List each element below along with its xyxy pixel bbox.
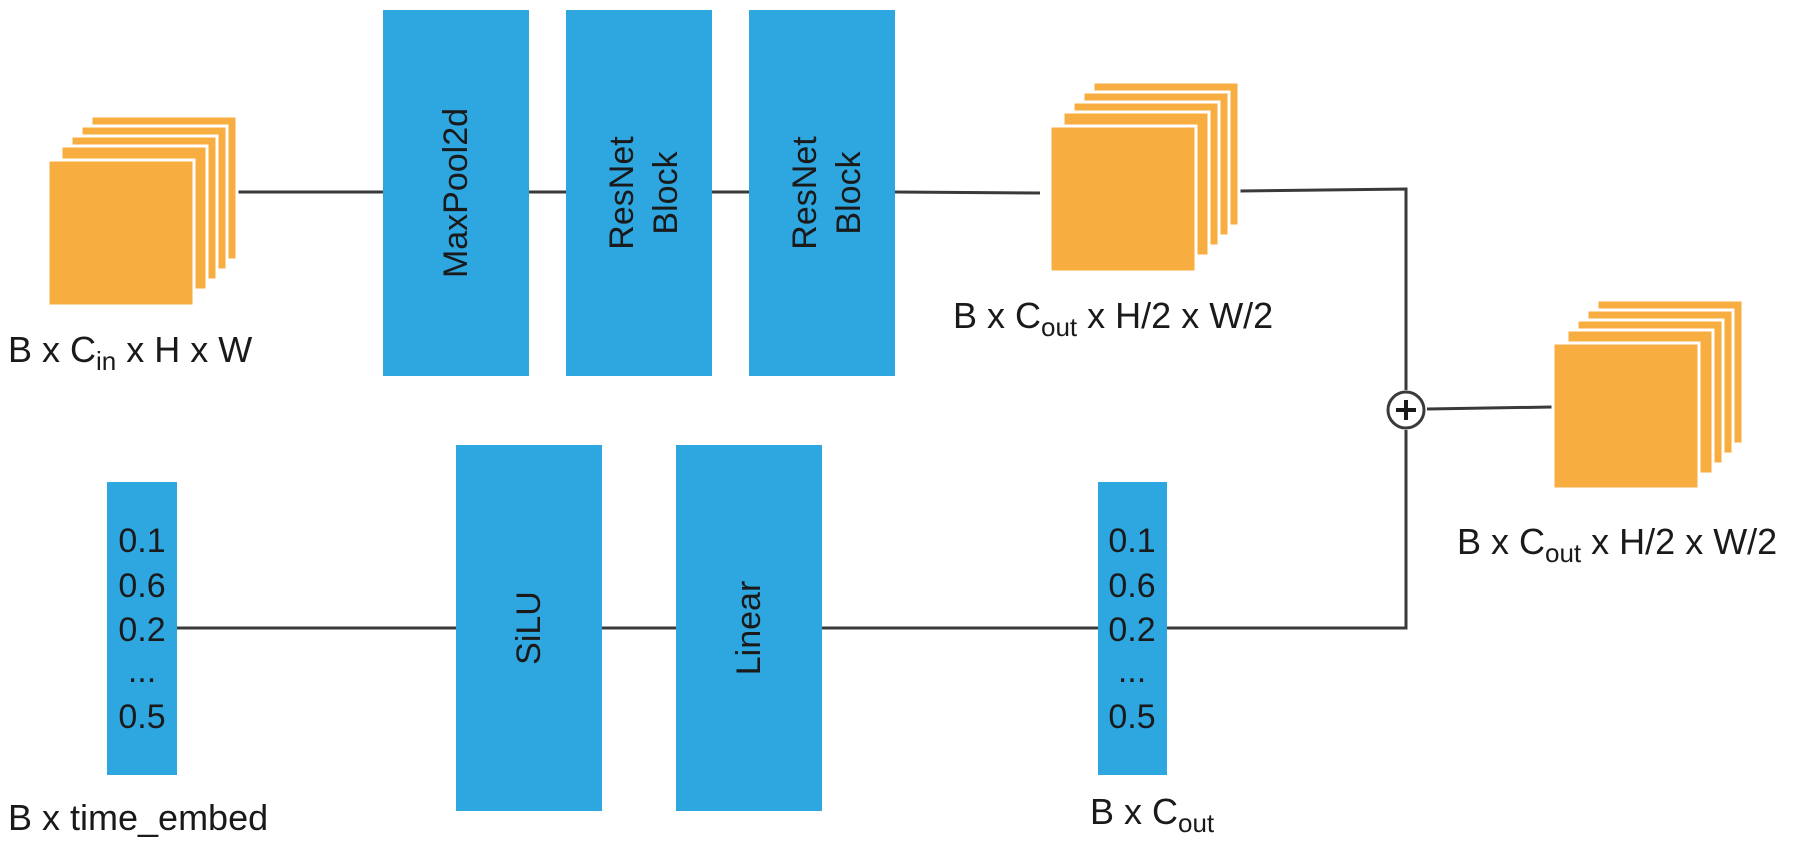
result-shape-label: B x Cout x H/2 x W/2 [1457, 521, 1777, 568]
silu-block-label: SiLU [510, 591, 548, 665]
time-embed-input-rect [107, 482, 177, 775]
plus-circle-icon [1386, 390, 1426, 430]
linear-block: Linear [676, 445, 822, 811]
feature-map-front [1551, 341, 1701, 491]
resnet-block-1-rect [566, 10, 712, 376]
vector-value: 0.6 [118, 567, 165, 605]
maxpool-block-rect [383, 10, 529, 376]
time-projection-output-rect [1098, 482, 1167, 775]
time-projection-shape-label: B x Cout [1090, 791, 1215, 838]
resnet-block-2-rect [749, 10, 895, 376]
input-shape-label: B x Cin x H x W [8, 329, 252, 376]
wire-resnet2-to-output [894, 190, 1041, 195]
time-embed-shape-label: B x time_embed [8, 797, 268, 838]
input-feature-map-stack [46, 114, 239, 308]
feature-map-front [1048, 124, 1198, 274]
vector-value: 0.1 [1108, 522, 1155, 560]
vector-value: 0.5 [118, 698, 165, 736]
vector-value: 0.6 [1108, 567, 1155, 605]
wire-time-to-merge [1167, 430, 1408, 630]
vector-value: ... [1118, 652, 1146, 690]
time-projection-output-vector: 0.1 0.6 0.2 ... 0.5 [1098, 482, 1167, 775]
vector-value: 0.5 [1108, 698, 1155, 736]
connectors [177, 187, 1553, 630]
silu-block: SiLU [456, 445, 602, 811]
vector-value: 0.2 [1108, 611, 1155, 649]
time-embed-input-vector: 0.1 0.6 0.2 ... 0.5 [107, 482, 177, 775]
maxpool-block-label: MaxPool2d [437, 108, 475, 278]
vector-value: 0.2 [118, 611, 165, 649]
maxpool-block: MaxPool2d [383, 10, 529, 376]
wire-encoder-to-merge [1239, 187, 1408, 390]
feature-map-front [46, 158, 196, 308]
wire-merge-to-result [1426, 405, 1553, 411]
silu-block-rect [456, 445, 602, 811]
linear-block-rect [676, 445, 822, 811]
encoder-output-shape-label: B x Cout x H/2 x W/2 [953, 295, 1273, 342]
vector-value: 0.1 [118, 522, 165, 560]
result-feature-map-stack [1551, 298, 1745, 491]
vector-value: ... [128, 652, 156, 690]
encoder-output-stack [1048, 80, 1241, 274]
linear-block-label: Linear [730, 581, 768, 676]
